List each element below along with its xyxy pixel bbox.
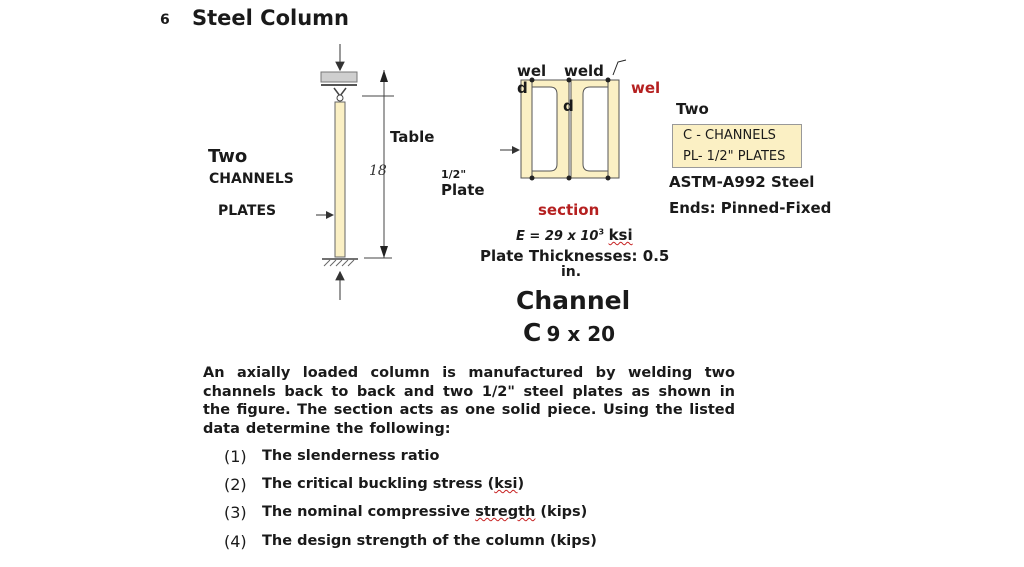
question-number: (4) (224, 532, 247, 551)
cross-section (520, 59, 627, 181)
channels-label: CHANNELS (209, 171, 294, 187)
channel-c: C (523, 318, 542, 347)
end-conditions: Ends: Pinned-Fixed (669, 199, 832, 217)
channel-size: 9 x 20 (546, 322, 616, 346)
length-label: 18 (369, 163, 387, 179)
question-text: The design strength of the column (kips) (262, 533, 597, 549)
slide-title: Steel Column (192, 6, 349, 30)
top-support (320, 71, 358, 83)
section-callout-box: C - CHANNELS PL- 1/2" PLATES (672, 124, 802, 168)
question-number: (3) (224, 503, 247, 522)
slide-number: 6 (160, 12, 170, 28)
question-text: The slenderness ratio (262, 448, 440, 464)
plate-thickness-spec: Plate Thicknesses: 0.5 (480, 247, 670, 265)
weld-label-mid: weld (564, 62, 604, 80)
modulus-exponent: 3 (598, 227, 605, 237)
plate-thickness-label: 1/2" (441, 168, 467, 181)
channel-heading: Channel (516, 286, 631, 315)
weld-label-right: wel (631, 79, 661, 97)
modulus-unit: ksi (608, 226, 633, 244)
question-text: The critical buckling stress (ksi) (262, 476, 525, 492)
weld-label-mid-d: d (563, 97, 574, 115)
problem-statement: An axially loaded column is manufactured… (203, 365, 735, 437)
channel-designation: C 9 x 20 (523, 318, 615, 347)
plate-label: Plate (441, 181, 485, 199)
callout-channels: C - CHANNELS (683, 128, 776, 143)
two-label: Two (208, 146, 248, 167)
plate-thickness-unit: in. (561, 264, 582, 280)
steel-grade: ASTM-A992 Steel (669, 173, 815, 191)
callout-plates: PL- 1/2" PLATES (683, 149, 786, 164)
question-number: (2) (224, 475, 247, 494)
table-label: Table (390, 128, 435, 146)
plates-label: PLATES (218, 203, 277, 219)
weld-label-left-d: d (517, 79, 528, 97)
properties-two: Two (676, 100, 709, 118)
modulus-line: E = 29 x 103 ksi (516, 226, 633, 244)
section-label: section (538, 201, 600, 219)
modulus-value: E = 29 x 10 (516, 229, 599, 244)
question-text: The nominal compressive stregth (kips) (262, 504, 588, 520)
weld-label-left: wel (517, 62, 547, 80)
question-number: (1) (224, 447, 247, 466)
column-member (334, 101, 346, 258)
